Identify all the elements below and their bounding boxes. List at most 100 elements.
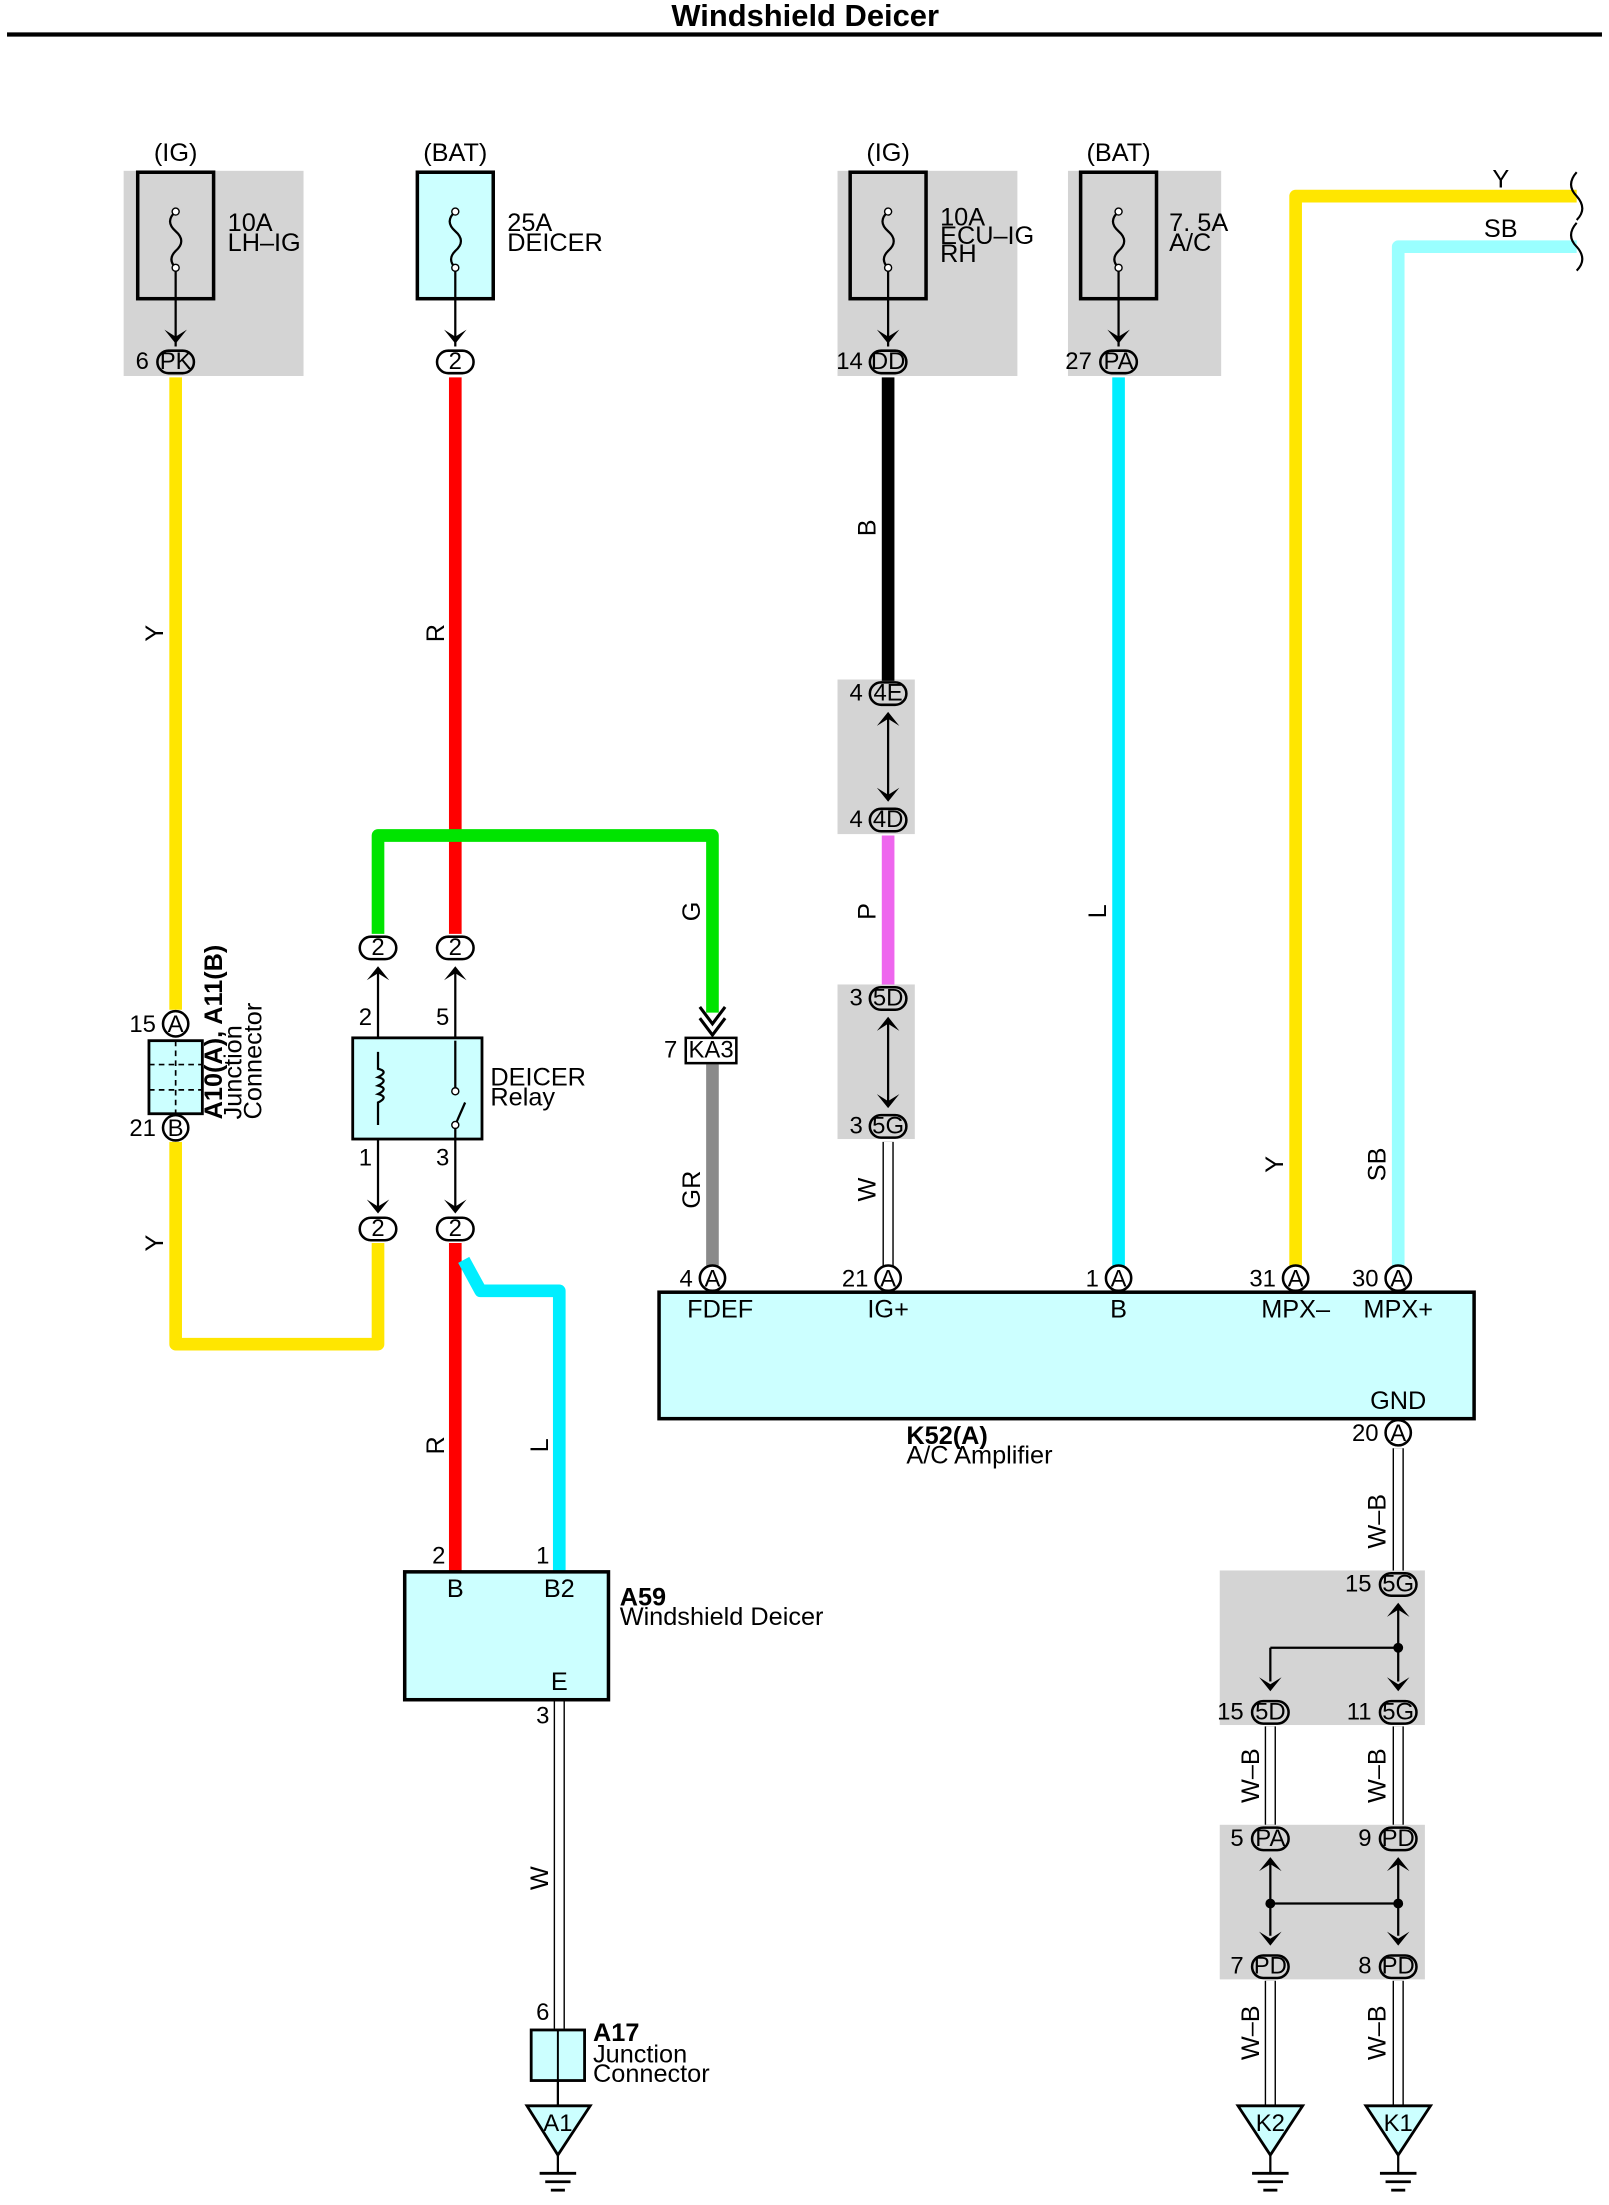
svg-text:8: 8 — [1358, 1953, 1371, 1980]
svg-text:PD: PD — [1254, 1953, 1287, 1980]
ground-k2: K2 — [1235, 2104, 1306, 2192]
wire-label-r2: R — [422, 1436, 450, 1454]
wire-label-sb: SB — [1364, 1147, 1392, 1181]
pin-oval-dd: DD — [868, 348, 908, 375]
fuse-lh-ig-source: (IG) — [154, 139, 198, 167]
wire-label-y-top: Y — [1492, 166, 1509, 194]
svg-text:2: 2 — [432, 1542, 445, 1569]
wire-label-b: B — [853, 519, 881, 536]
wire-l-relay-to-deicer — [458, 1256, 566, 1572]
wire-label-wb2: W–B — [1237, 1748, 1265, 1803]
ground-a1: A1 — [524, 2104, 593, 2192]
svg-text:15: 15 — [129, 1011, 156, 1038]
wire-label-wb3: W–B — [1364, 1748, 1392, 1803]
pin-num-pa-fuse: 27 — [1065, 348, 1092, 375]
fuse-lh-ig-name: LH–IG — [228, 229, 301, 257]
svg-text:A: A — [1111, 1266, 1127, 1293]
svg-text:2: 2 — [449, 1215, 462, 1242]
svg-text:B: B — [1110, 1296, 1127, 1324]
svg-text:MPX+: MPX+ — [1363, 1296, 1433, 1324]
fuse-ecu-ig-rh — [848, 170, 928, 347]
fuse-lh-ig — [135, 170, 216, 347]
fuse-ac-name: A/C — [1169, 229, 1211, 257]
connector-4e-4d-bg — [837, 679, 915, 835]
junction-connector-a17: 6 A17 Junction Connector — [529, 1999, 710, 2106]
wire-label-y2: Y — [141, 1234, 169, 1251]
connector-4e-4d: 4E 4 4D 4 — [850, 680, 908, 833]
fuse-ac — [1078, 170, 1159, 347]
svg-text:PK: PK — [160, 348, 192, 375]
svg-text:15: 15 — [1345, 1571, 1372, 1598]
wire-label-sb-top: SB — [1484, 215, 1518, 243]
amp-pin-ig-plus: A 21 IG+ — [842, 1264, 909, 1324]
svg-text:5: 5 — [1230, 1825, 1243, 1852]
amp-pin-gnd: A 20 — [1352, 1418, 1413, 1447]
svg-text:7: 7 — [664, 1037, 677, 1064]
fuse-deicer-name: DEICER — [507, 229, 603, 257]
wire-label-y3: Y — [1261, 1156, 1289, 1173]
svg-text:A: A — [704, 1266, 720, 1293]
ac-amplifier-k52: A 4 FDEF A 21 IG+ A 1 B A 31 MPX– A 30 M… — [657, 1264, 1476, 1470]
svg-text:A: A — [1390, 1420, 1406, 1447]
pin-oval-pk: PK — [156, 348, 196, 375]
wire-sb-mpx-plus — [1391, 240, 1577, 1266]
fuse-ecu-name: ECU–IG — [940, 222, 1034, 250]
svg-text:B2: B2 — [544, 1575, 575, 1603]
amp-name: A/C Amplifier — [906, 1442, 1052, 1470]
wire-break-sb — [1570, 222, 1584, 272]
ground-k1: K1 — [1363, 2104, 1434, 2192]
svg-text:IG+: IG+ — [867, 1296, 908, 1324]
svg-text:Junction: Junction — [220, 1025, 248, 1119]
svg-text:KA3: KA3 — [688, 1037, 733, 1064]
svg-text:5D: 5D — [873, 985, 904, 1012]
svg-text:A: A — [1288, 1266, 1304, 1293]
svg-text:1: 1 — [536, 1542, 549, 1569]
wire-g — [371, 829, 719, 1013]
wire-label-w2: W — [526, 1866, 554, 1890]
svg-text:PA: PA — [1104, 348, 1134, 375]
amp-gnd-label: GND — [1370, 1387, 1426, 1415]
diagram-title: Windshield Deicer — [671, 0, 939, 33]
wire-label-wb5: W–B — [1364, 2005, 1392, 2060]
fuse-ac-source: (BAT) — [1087, 139, 1151, 167]
fuse-lh-ig-rating: 10A — [228, 209, 273, 237]
wire-y-mpx-minus — [1289, 189, 1577, 1266]
svg-text:A59: A59 — [620, 1584, 666, 1612]
svg-text:Windshield Deicer: Windshield Deicer — [620, 1603, 824, 1631]
svg-text:2: 2 — [449, 934, 462, 961]
svg-text:5: 5 — [436, 1004, 449, 1031]
svg-text:A: A — [880, 1266, 896, 1293]
windshield-deicer-a59: 2 1 B B2 E 3 A59 Windshield Deicer — [402, 1542, 824, 1730]
svg-text:9: 9 — [1358, 1825, 1371, 1852]
pin-num-dd: 14 — [836, 348, 863, 375]
wire-w-b-group — [1264, 1448, 1404, 2109]
pin-oval-pa-fuse: PA — [1099, 348, 1139, 375]
svg-text:K2: K2 — [1256, 2110, 1285, 2137]
svg-text:A: A — [168, 1011, 184, 1038]
fuse-ecu-name2: RH — [940, 240, 977, 268]
svg-text:11: 11 — [1347, 1698, 1372, 1725]
svg-text:B: B — [168, 1115, 184, 1142]
wire-label-p: P — [853, 903, 881, 920]
wire-label-wb1: W–B — [1364, 1494, 1392, 1549]
svg-text:DD: DD — [871, 348, 905, 375]
fuse-ecu-rating: 10A — [940, 204, 985, 232]
svg-text:Connector: Connector — [593, 2060, 710, 2088]
svg-text:4: 4 — [850, 680, 863, 707]
svg-text:K1: K1 — [1384, 2110, 1413, 2137]
amp-pin-mpx-minus: A 31 MPX– — [1249, 1264, 1331, 1324]
svg-text:7: 7 — [1230, 1953, 1243, 1980]
svg-text:MPX–: MPX– — [1261, 1296, 1331, 1324]
wire-break-y — [1570, 171, 1584, 221]
svg-text:4D: 4D — [873, 806, 904, 833]
wire-label-wb4: W–B — [1237, 2005, 1265, 2060]
svg-text:Connector: Connector — [239, 1003, 267, 1120]
fuse-deicer — [415, 170, 495, 347]
pin-oval-2-fuse: 2 — [435, 348, 475, 375]
svg-text:Relay: Relay — [490, 1083, 555, 1111]
amp-pin-b: A 1 B — [1086, 1264, 1133, 1324]
svg-text:DEICER: DEICER — [490, 1064, 586, 1092]
svg-text:21: 21 — [842, 1266, 869, 1293]
wire-label-w1: W — [853, 1178, 881, 1202]
